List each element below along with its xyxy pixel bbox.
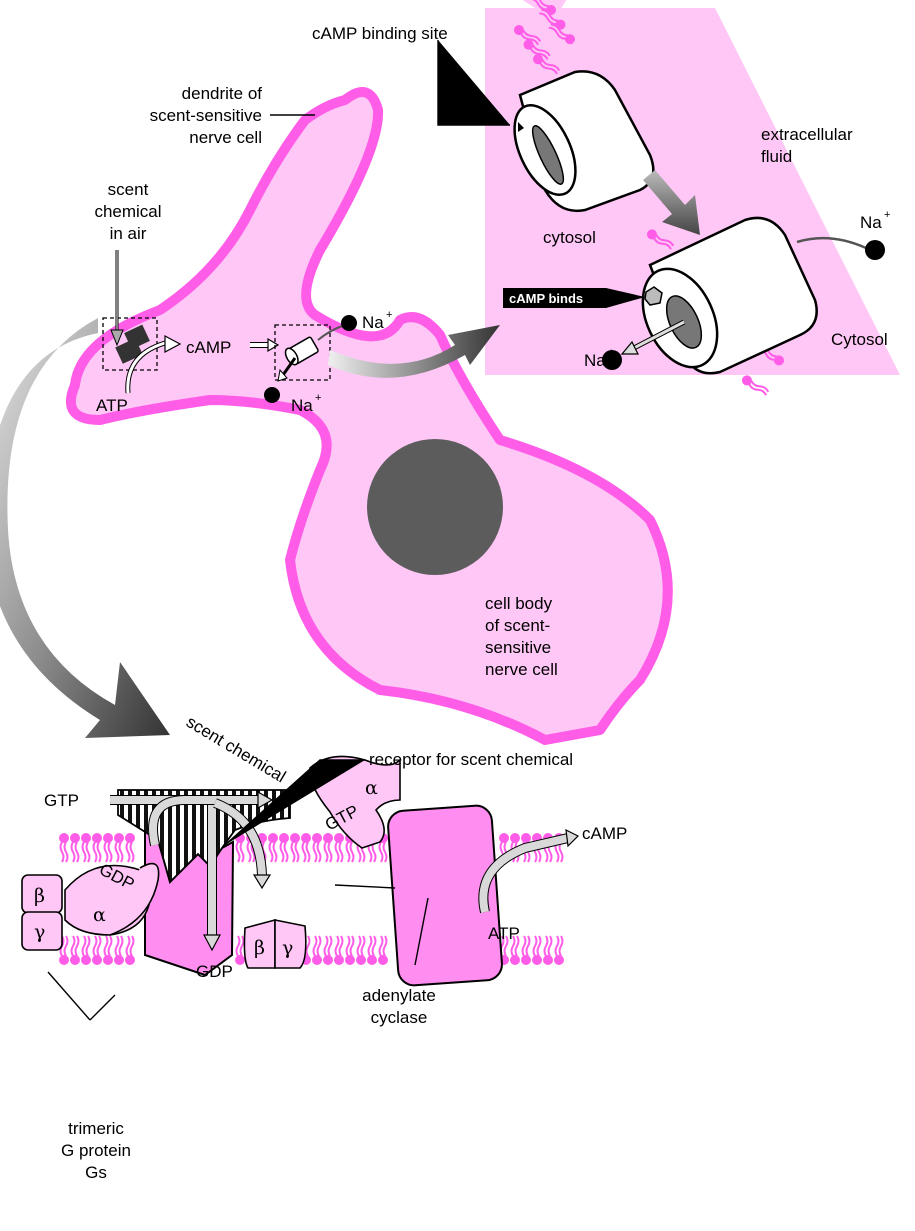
extracellular-label-line1: extracellular [761,125,853,144]
sodium-ion-outside [865,240,885,260]
adenylate-cyclase-label-line2: cyclase [371,1008,428,1027]
cell-body-label-line2: of scent- [485,616,550,635]
receptor-label: receptor for scent chemical [369,750,573,769]
camp-binding-site-label: cAMP binding site [312,24,448,43]
svg-text:+: + [884,209,890,221]
alpha-label-cyclase: α [365,777,378,799]
trimeric-label-line3: Gs [85,1163,107,1182]
cell-body-label-line3: sensitive [485,638,551,657]
trimeric-label-line1: trimeric [68,1119,124,1138]
svg-text:Na: Na [584,351,606,370]
dendrite-label-line2: scent-sensitive [150,106,262,125]
svg-text:Na: Na [362,313,384,332]
scent-air-label-line1: scent [108,180,149,199]
alpha-label-trimer: α [93,904,106,926]
camp-label-neuron: cAMP [186,338,231,357]
camp-label-bottom: cAMP [582,824,627,843]
extracellular-label-line2: fluid [761,147,792,166]
dendrite-label-line1: dendrite of [182,84,263,103]
cell-body-label-line1: cell body [485,594,553,613]
svg-text:+: + [608,347,614,359]
scent-air-label-line2: chemical [94,202,161,221]
svg-text:Na: Na [291,396,313,415]
nucleus [367,439,503,575]
svg-text:+: + [315,392,321,404]
scent-chemical-label: scent chemical [183,712,289,786]
beta-label-released: β [254,937,265,959]
beta-label-trimer: β [34,885,45,907]
cytosol-top-label: cytosol [543,228,596,247]
gamma-label-trimer: γ [34,921,45,943]
scent-air-label-line3: in air [110,224,147,243]
gamma-label-released: γ [282,937,293,959]
dendrite-label-line3: nerve cell [189,128,262,147]
cell-body-label-line4: nerve cell [485,660,558,679]
atp-label-neuron: ATP [96,396,128,415]
svg-text:Na: Na [860,213,882,232]
sodium-ion-main-inside [264,387,280,403]
gtp-label: GTP [44,791,79,810]
svg-text:+: + [386,309,392,321]
atp-label-bottom: ATP [488,924,520,943]
camp-binds-label: cAMP binds [509,291,583,306]
sodium-ion-main-outside [341,315,357,331]
g-protein-leader [48,972,115,1020]
na-label-inset-outside: Na + [860,209,890,232]
adenylate-cyclase-label-line1: adenylate [362,986,436,1005]
cytosol-right-label: Cytosol [831,330,888,349]
gdp-label: GDP [196,962,233,981]
trimeric-label-line2: G protein [61,1141,131,1160]
